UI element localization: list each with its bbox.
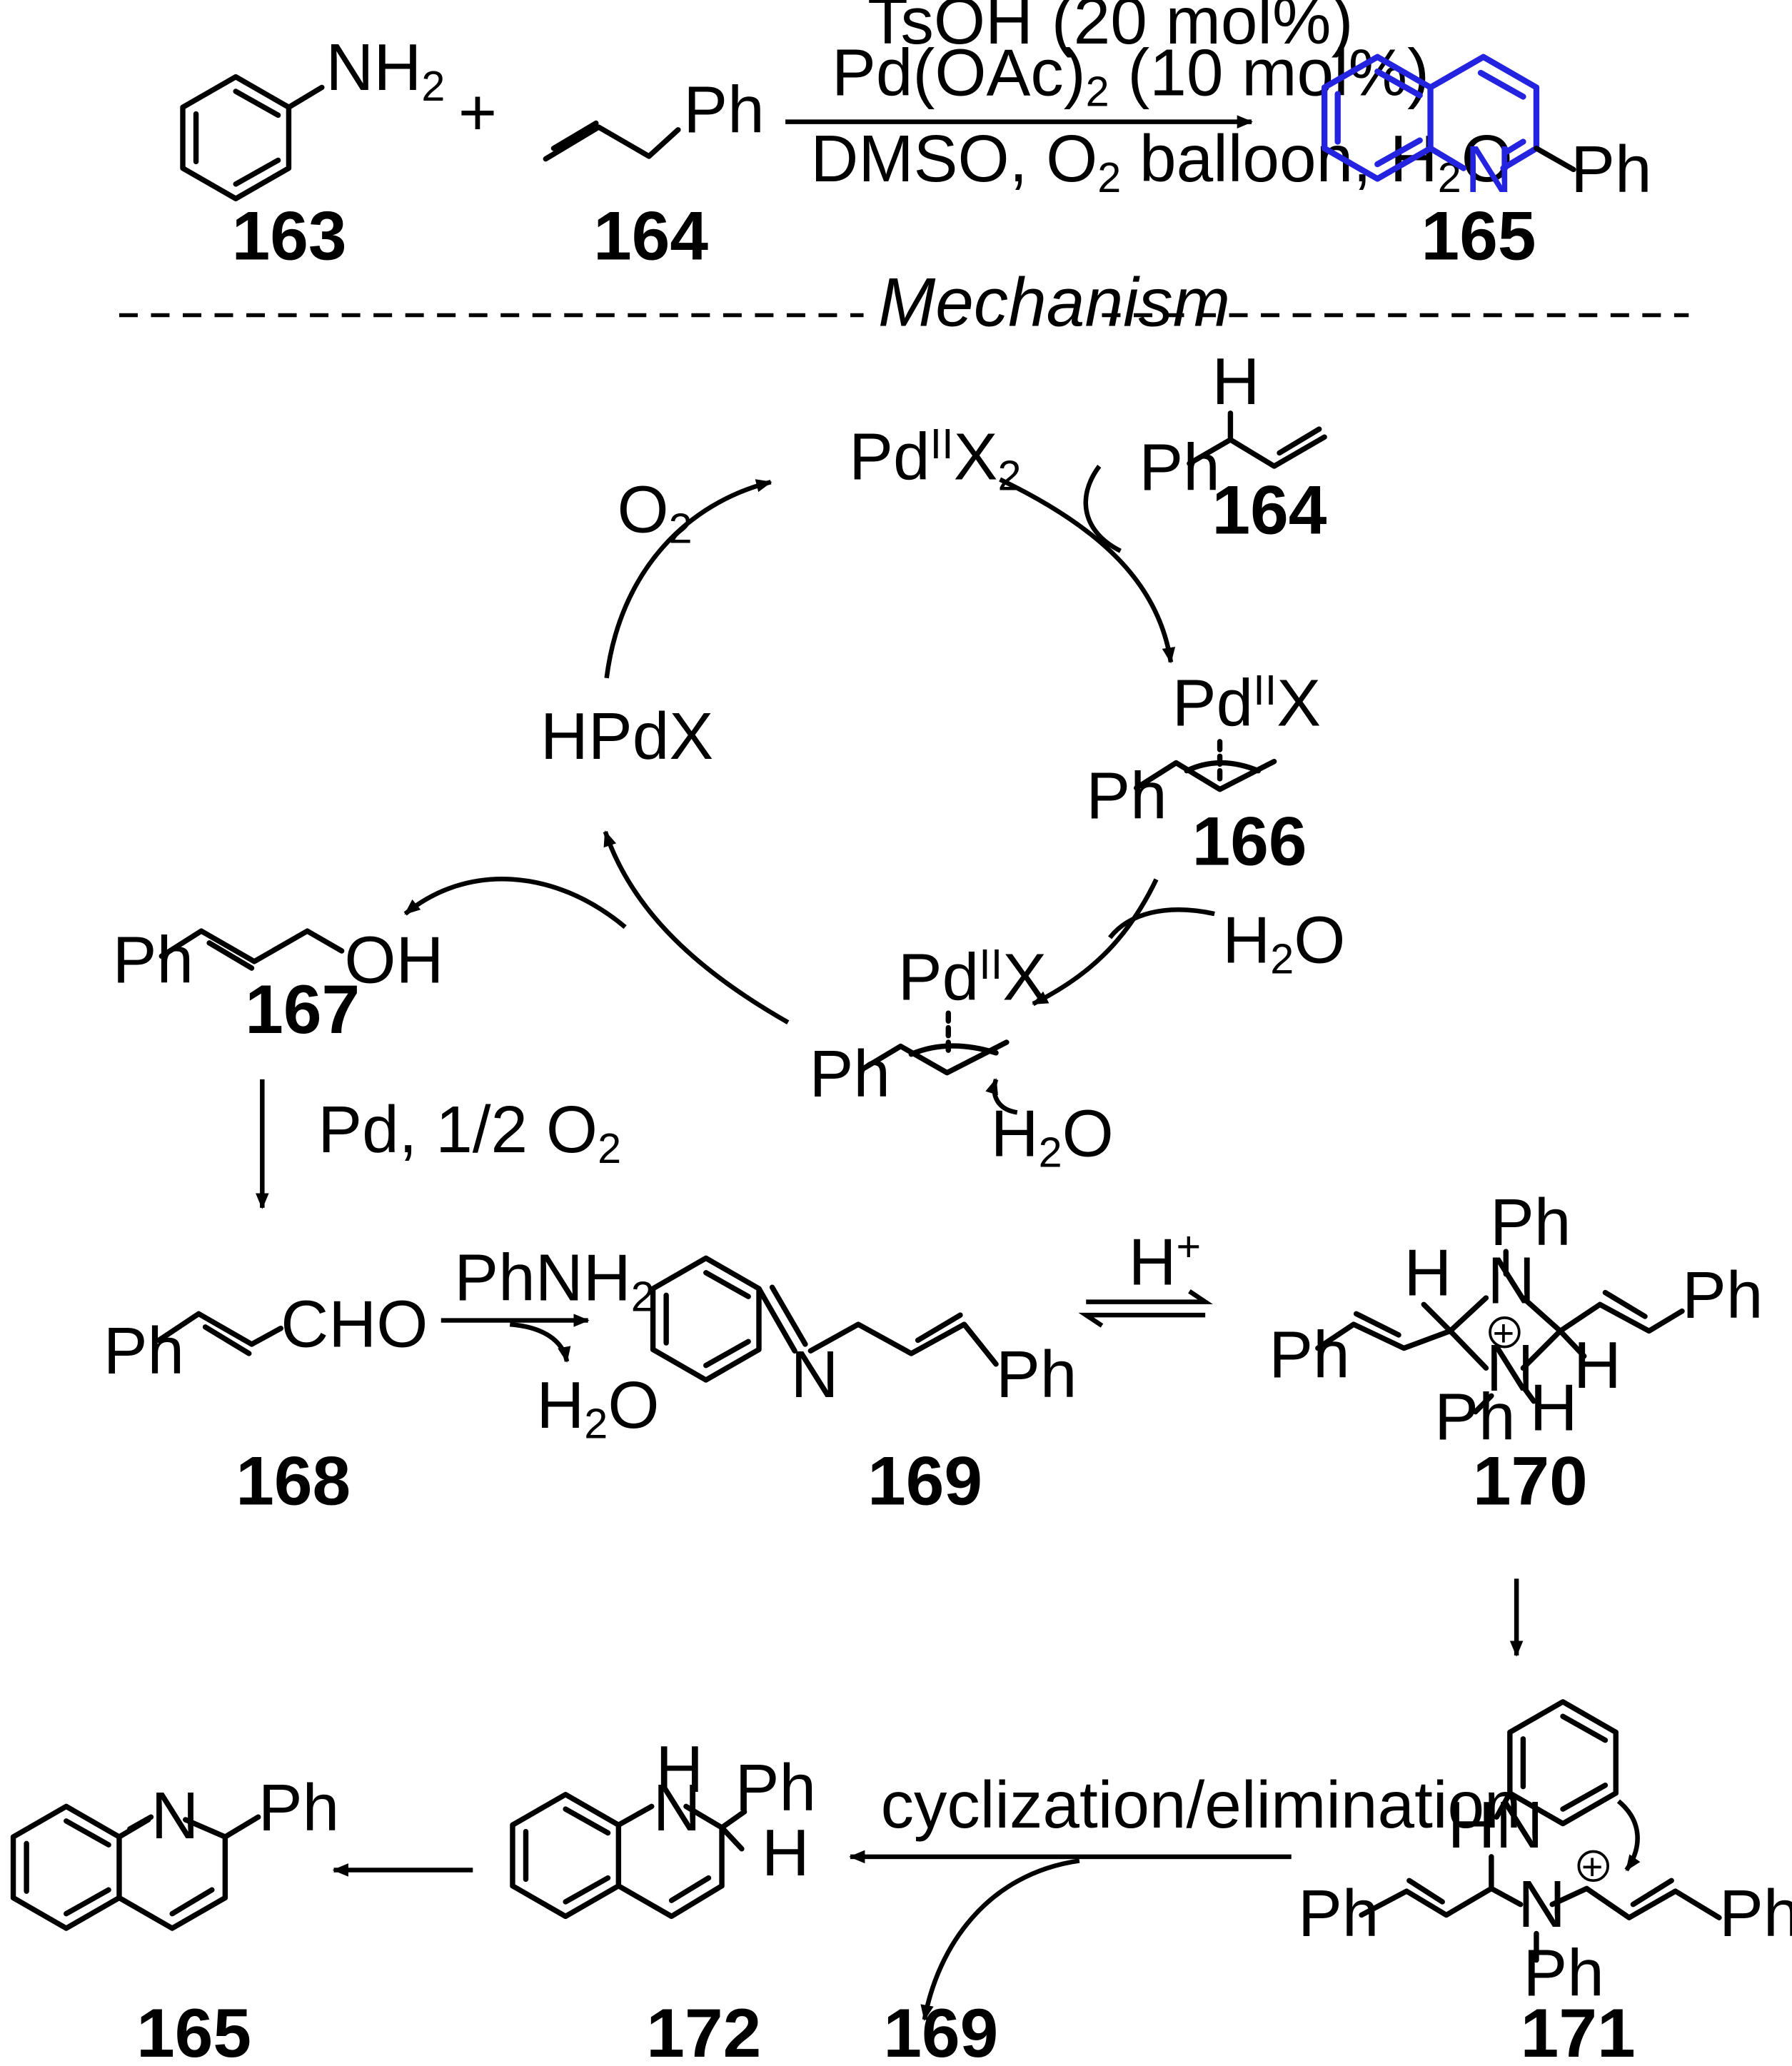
phenyl-label: Ph (113, 923, 193, 997)
compound-label-171: 171 (1521, 1995, 1636, 2066)
compound-label-165: 165 (1421, 198, 1536, 275)
condition-catalyst: Pd(OAc)2 (10 mol%) (832, 36, 1429, 116)
imine-nitrogen: N (791, 1337, 839, 1411)
compound-label-165: 165 (136, 1995, 251, 2066)
hydrogen-label: H (762, 1815, 810, 1890)
compound-label-166: 166 (1192, 803, 1307, 880)
allylbenzene-164-cycle: H Ph 164 (1139, 344, 1327, 549)
pi-allyl-complex-lower: PdIIX Ph H2O (809, 940, 1113, 1176)
alcohol-release-arrow (403, 877, 627, 929)
hydrogen-label: H (1530, 1371, 1578, 1445)
phenyl-label: Ph (735, 1750, 816, 1825)
compound-label-164: 164 (593, 198, 708, 275)
oxidation-conditions: Pd, 1/2 O2 (318, 1092, 621, 1172)
water-reagent: H2O (1222, 903, 1345, 983)
compound-label-163: 163 (232, 198, 347, 275)
quinoline-nitrogen: N (1465, 132, 1513, 206)
nitrogen-label: N (1518, 1867, 1566, 1941)
proton-label: H+ (1129, 1222, 1202, 1299)
equilibrium-arrows: H+ (1078, 1222, 1213, 1328)
plus-sign: + (458, 75, 497, 149)
pd-x-label: PdIIX (1172, 666, 1321, 740)
phenyl-label: Ph (258, 1770, 339, 1845)
phenyl-label: Ph (1523, 1936, 1604, 2010)
compound-label-170: 170 (1473, 1443, 1588, 1519)
charge-label: + (1581, 1846, 1603, 1888)
water-attack-arrow (985, 1078, 1018, 1115)
imine-169: N Ph 169 (650, 1255, 1077, 1519)
phenyl-label: Ph (1298, 1876, 1379, 1950)
cinnamaldehyde-168: Ph CHO 168 (104, 1287, 428, 1520)
water-entry-arrow (1108, 907, 1215, 939)
phenyl-label: Ph (1490, 1185, 1571, 1259)
electron-push-arrow (1616, 1799, 1641, 1872)
quinoline-165: N Ph 165 (10, 1770, 339, 2066)
hydroxyl-label: OH (344, 923, 443, 997)
hydrogen-label: H (655, 1732, 703, 1806)
phenyl-label: Ph (1434, 1380, 1515, 1454)
water-byproduct: H2O (536, 1368, 659, 1448)
oxygen-reagent: O2 (617, 473, 692, 553)
compound-label-168: 168 (236, 1443, 351, 1519)
beta-hydride-arrow (603, 830, 790, 1024)
compound-label-167: 167 (245, 972, 360, 1048)
ch-activation-arrow (999, 477, 1176, 664)
aniline-reagent: PhNH2 (454, 1241, 654, 1321)
mechanism-header: Mechanism (878, 264, 1230, 341)
compound-label-172: 172 (646, 1995, 761, 2066)
cyclization-label: cyclization/elimination (881, 1768, 1521, 1842)
hydrogen-label: H (1574, 1328, 1621, 1402)
allylbenzene-164: Ph (543, 73, 765, 162)
phenyl-label: Ph (1269, 1317, 1349, 1391)
phenyl-label: Ph (809, 1037, 890, 1111)
cinnamyl-alcohol-167: Ph OH 167 (113, 923, 444, 1048)
nitrogen-label: N (1487, 1243, 1535, 1317)
compound-label-169: 169 (867, 1443, 982, 1519)
water-nucleophile: H2O (991, 1097, 1114, 1176)
water-loss-arrow (509, 1321, 571, 1363)
compound-label-164: 164 (1212, 473, 1327, 549)
phenyl-label: Ph (683, 73, 764, 147)
phenyl-label: Ph (1139, 430, 1219, 504)
condition-acid: TsOH (20 mol%) (867, 0, 1353, 58)
amine-label: NH2 (326, 30, 445, 110)
pd-x-label: PdIIX (898, 940, 1047, 1014)
reaction-conditions: TsOH (20 mol%) Pd(OAc)2 (10 mol%) DMSO, … (785, 0, 1513, 201)
phenyl-label: Ph (104, 1314, 184, 1388)
aldehyde-label: CHO (281, 1287, 428, 1361)
substrate-entry-arrow (1083, 465, 1122, 553)
charge-label: + (1493, 1313, 1514, 1354)
phenyl-label: Ph (1719, 1876, 1792, 1950)
pi-allyl-complex-166: PdIIX Ph 166 (1086, 666, 1321, 880)
aniline-163: NH2 (180, 30, 445, 201)
amine-label: HN (1448, 1788, 1544, 1862)
diazetidinium-170: Ph N H Ph Ph + N H H Ph 170 (1269, 1185, 1763, 1520)
hydrogen-label: H (1404, 1235, 1451, 1309)
elimination-arrow (920, 1858, 1080, 2021)
allylic-hydrogen: H (1212, 344, 1259, 418)
phenyl-label: Ph (1571, 132, 1651, 206)
hpdx-hydride: HPdX (540, 699, 713, 773)
quinoline-nitrogen: N (151, 1778, 198, 1853)
compound-label-169: 169 (883, 1995, 998, 2066)
phenyl-label: Ph (1086, 758, 1167, 832)
nitrogen-label: N (653, 1770, 701, 1845)
iminium-171: HN + N Ph Ph Ph 171 (1298, 1699, 1792, 2066)
phenyl-label: Ph (1682, 1258, 1763, 1332)
phenyl-label: Ph (996, 1337, 1077, 1411)
reoxidation-arrow (604, 479, 772, 679)
quinoline-product-165: N Ph (1321, 54, 1652, 206)
dihydroquinoline-172: H N Ph H 172 (510, 1732, 816, 2066)
hydroxylation-arrow (1032, 878, 1159, 1007)
pd-x2-catalyst: PdIIX2 (849, 420, 1021, 500)
